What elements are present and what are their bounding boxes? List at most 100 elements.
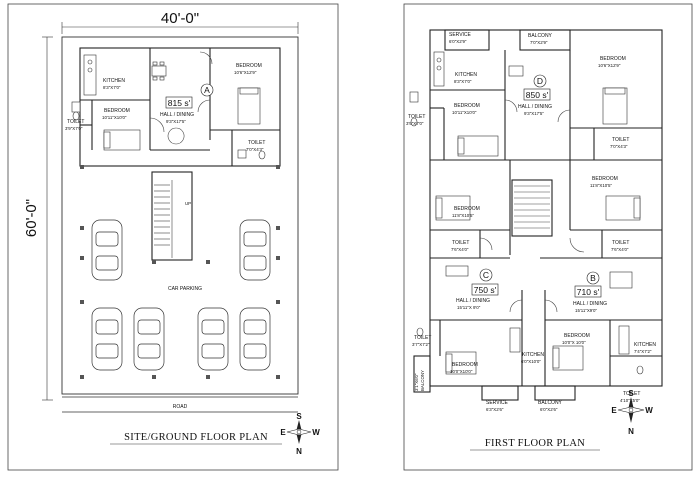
first-balcony-side: BALCONY <box>420 370 425 391</box>
ground-hall-label: HALL / DINING <box>160 112 194 118</box>
car <box>197 307 229 371</box>
first-toilet-br: TOILET <box>623 391 640 397</box>
ground-toilet2-label: TOILET <box>248 140 265 146</box>
first-hall-d: HALL / DINING <box>518 104 552 110</box>
first-toilet-d2: TOILET <box>612 137 629 143</box>
unit-c-area: 750 s' <box>474 285 497 295</box>
first-kitchen-b: KITCHEN <box>634 342 656 348</box>
first-bedroom-bc: BEDROOM <box>564 333 590 339</box>
first-floor-plan: D 850 s' C 750 s' B 710 s' SERVICE 6'0"X… <box>403 3 693 471</box>
unit-a-area-box <box>165 96 193 109</box>
ground-bedroom1-label: BEDROOM <box>104 108 130 114</box>
compass-w: W <box>645 406 653 415</box>
compass-w: W <box>312 428 320 437</box>
first-toilet-br-dim: 4'10"X5'0" <box>620 398 640 403</box>
first-fixtures <box>409 51 644 375</box>
first-balcony-side-dim: 3'1"X6'0" <box>414 373 419 391</box>
ground-bedroom1-dim: 10'11"X10'0" <box>102 115 127 120</box>
first-hall-b: HALL / DINING <box>573 301 607 307</box>
ground-bedroom2-dim: 10'6"X12'9" <box>234 70 257 75</box>
unit-c-letter: C <box>483 270 489 280</box>
first-balcony-top-dim: 7'0"X2'9" <box>530 40 548 45</box>
first-bedroom-mid-r-dim: 11'8"X10'5" <box>590 183 612 188</box>
ground-floor-plan: 40'-0" 60'-0" <box>7 3 339 471</box>
ground-plan-title: SITE/GROUND FLOOR PLAN <box>124 432 268 443</box>
compass-n: N <box>628 427 634 436</box>
compass-rose: S N E W <box>611 389 653 436</box>
first-bedroom-d1-dim: 10'11"X10'0" <box>452 110 477 115</box>
road-label: ROAD <box>173 404 188 410</box>
ground-pillars <box>80 165 280 379</box>
car <box>239 219 271 281</box>
car <box>91 219 123 281</box>
unit-b-letter: B <box>590 273 596 283</box>
first-toilet-d2-dim: 7'0"X4'3" <box>610 144 628 149</box>
first-balcony-bot-dim: 6'0"X2'6" <box>540 407 558 412</box>
ground-toilet1-label: TOILET <box>67 119 84 125</box>
first-hall-c-dim: 15'11"X 9'0" <box>457 305 481 310</box>
first-bedroom-d2-dim: 10'6"X12'9" <box>598 63 621 68</box>
first-sheet-border <box>403 3 693 471</box>
first-bedroom-bl: BEDROOM <box>452 362 478 368</box>
ground-kitchen-dim: 8'3"X7'0" <box>103 85 121 90</box>
first-toilet-b-dim: 7'6"X4'0" <box>611 247 629 252</box>
first-bedroom-d1: BEDROOM <box>454 103 480 109</box>
first-kitchen-b-dim: 7'4"X7'2" <box>634 349 652 354</box>
car <box>133 307 165 371</box>
first-service-top-dim: 6'0"X2'9" <box>449 39 467 44</box>
unit-a-letter: A <box>204 85 210 95</box>
road: ROAD <box>62 396 298 413</box>
first-bedroom-mid-l-dim: 11'8"X10'5" <box>452 213 474 218</box>
parked-cars <box>91 219 271 371</box>
depth-dimension: 60'-0" <box>23 36 53 401</box>
first-balcony-bot: BALCONY <box>538 400 563 406</box>
compass-n: N <box>296 447 302 456</box>
first-toilet-c-dim: 7'6"X4'0" <box>451 247 469 252</box>
first-kitchen-c-dim: 6'0"X10'0" <box>521 359 541 364</box>
first-service-top: SERVICE <box>449 32 472 38</box>
first-bedroom-mid-l: BEDROOM <box>454 206 480 212</box>
compass-s: S <box>628 389 634 398</box>
first-bedroom-bc-dim: 10'0"X 10'0" <box>562 340 586 345</box>
ground-toilet2-dim: 7'0"X4'3" <box>246 147 264 152</box>
first-plan-title: FIRST FLOOR PLAN <box>485 438 585 449</box>
first-service-bot: SERVICE <box>486 400 509 406</box>
unit-b-area: 710 s' <box>577 287 600 297</box>
first-hall-c: HALL / DINING <box>456 298 490 304</box>
unit-b: B 710 s' <box>574 271 602 298</box>
first-toilet-bl: TOILET <box>414 335 431 341</box>
compass-e: E <box>611 406 617 415</box>
first-kitchen-d-dim: 8'3"X7'0" <box>454 79 472 84</box>
plot-boundary <box>61 36 299 395</box>
compass-e: E <box>280 428 286 437</box>
first-bedroom-d2: BEDROOM <box>600 56 626 62</box>
car <box>239 307 271 371</box>
car <box>91 307 123 371</box>
first-toilet-b: TOILET <box>612 240 629 246</box>
width-dimension: 40'-0" <box>61 10 299 34</box>
ground-toilet1-dim: 3'9"X7'0" <box>65 126 83 131</box>
unit-a-area: 815 s' <box>168 98 191 108</box>
car-parking-label: CAR PARKING <box>168 286 202 292</box>
unit-d-area: 850 s' <box>526 90 549 100</box>
first-balcony-top: BALCONY <box>528 33 553 39</box>
first-hall-b-dim: 15'11"X9'0" <box>575 308 597 313</box>
first-staircase <box>511 179 553 237</box>
first-toilet-d1-dim: 3'9"X7'0" <box>406 121 424 126</box>
ground-sheet-border <box>7 3 339 471</box>
ground-apartment: A 815 s' KITCHEN 8'3"X7'0" BEDROOM 10'11… <box>65 47 281 167</box>
first-hall-d-dim: 9'3"X17'5" <box>524 111 544 116</box>
first-toilet-bl-dim: 3'7"X7'2" <box>412 342 430 347</box>
first-toilet-c: TOILET <box>452 240 469 246</box>
compass-s: S <box>296 412 302 421</box>
stair-up-label: UP <box>185 201 191 206</box>
depth-dimension-label: 60'-0" <box>23 199 40 237</box>
first-kitchen-c: KITCHEN <box>522 352 544 358</box>
ground-hall-dim: 9'3"X17'5" <box>166 119 186 124</box>
unit-a-marker <box>200 83 214 97</box>
first-service-bot-dim: 6'3"X2'6" <box>486 407 504 412</box>
first-bedroom-bl-dim: 10'0"X10'0" <box>450 369 473 374</box>
first-room-labels: SERVICE 6'0"X2'9" BALCONY 7'0"X2'9" KITC… <box>406 32 656 412</box>
first-kitchen-d: KITCHEN <box>455 72 477 78</box>
